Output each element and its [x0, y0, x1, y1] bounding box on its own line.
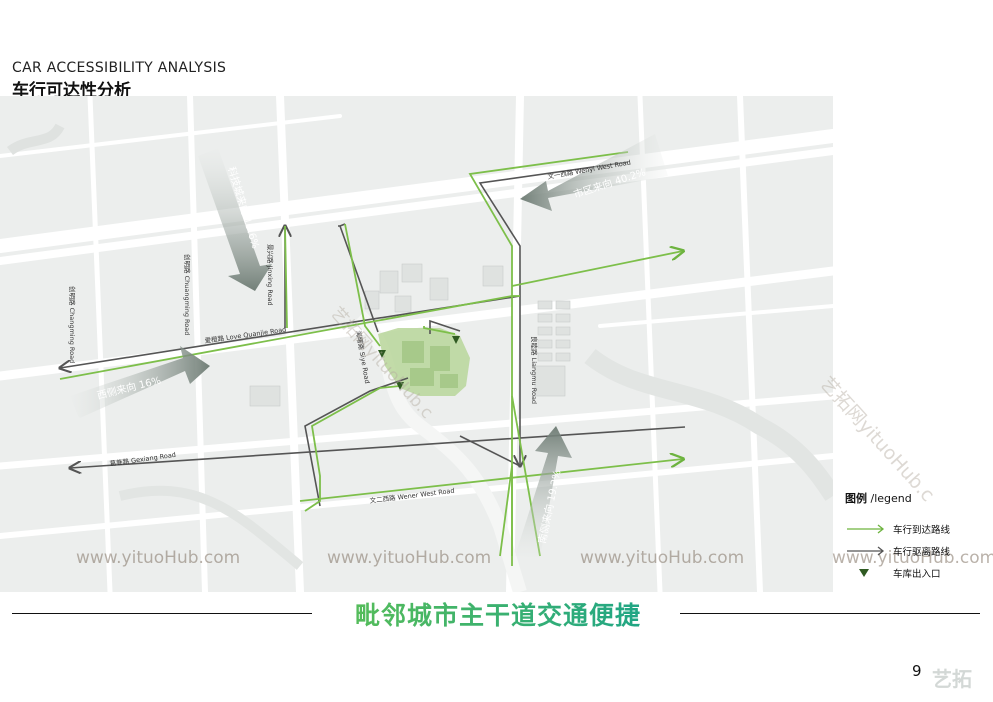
- watermark-text: www.yituoHub.com: [580, 548, 745, 568]
- legend-title: 图例 /legend: [845, 492, 912, 505]
- road-label-jinxing: 景兴路 Jinxing Road: [266, 244, 275, 306]
- road-label-changming: 创明路 Changming Road: [68, 286, 77, 363]
- watermark-diagonal: 艺拓网yituoHub.c: [815, 372, 939, 506]
- project-site: [378, 328, 470, 396]
- road-label-liangmu: 良睦路 Liangmu Road: [530, 336, 539, 404]
- garage-entrance-markers: [378, 336, 460, 390]
- arrival-routes: [59, 151, 683, 566]
- road-label-chuangming: 创明路 Chuangming Road: [183, 254, 192, 335]
- dark-arrow-line-icon: [847, 546, 885, 556]
- garage-entrance-triangle-icon: [859, 569, 869, 577]
- site-map: 科技城来向 19.6% 市区来向 40.2% 西侧来向 16% 南侧来向 19.…: [0, 96, 833, 592]
- green-arrow-line-icon: [847, 524, 885, 534]
- legend-item-arrival: 车行到达路线: [845, 522, 990, 536]
- watermark-text: www.yituoHub.com: [832, 548, 993, 568]
- page-number: 9: [912, 662, 922, 680]
- watermark-text: www.yituoHub.com: [76, 548, 241, 568]
- legend-item-garage: 车库出入口: [845, 566, 990, 580]
- divider-left: [12, 613, 312, 614]
- brand-logo: 艺拓: [930, 664, 986, 692]
- legend: 图例 /legend 车行到达路线 车行驱离路线 车库出入口: [845, 490, 990, 590]
- watermark-text: www.yituoHub.com: [327, 548, 492, 568]
- legend-item-departure: 车行驱离路线: [845, 544, 990, 558]
- slogan: 毗邻城市主干道交通便捷: [318, 596, 678, 632]
- divider-right: [680, 613, 980, 614]
- svg-text:艺拓: 艺拓: [932, 667, 972, 691]
- page-title-en: CAR ACCESSIBILITY ANALYSIS: [12, 60, 227, 76]
